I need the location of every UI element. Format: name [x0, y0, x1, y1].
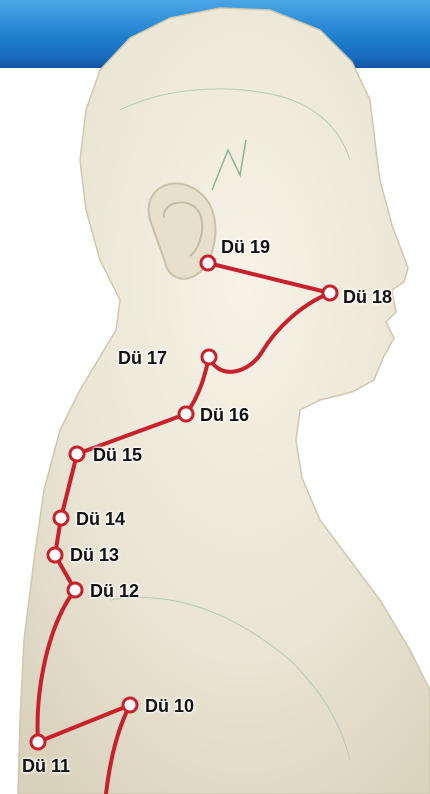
point-du12[interactable]	[68, 583, 82, 597]
point-du17[interactable]	[202, 350, 216, 364]
label-du14: Dü 14	[76, 510, 125, 528]
body-silhouette	[18, 8, 430, 794]
point-du14[interactable]	[54, 511, 68, 525]
point-du11[interactable]	[31, 735, 45, 749]
point-du15[interactable]	[70, 447, 84, 461]
label-du12: Dü 12	[90, 582, 139, 600]
point-du13[interactable]	[48, 548, 62, 562]
point-du16[interactable]	[179, 407, 193, 421]
label-du17: Dü 17	[118, 349, 167, 367]
point-du18[interactable]	[323, 286, 337, 300]
label-du11: Dü 11	[22, 757, 70, 775]
label-du16: Dü 16	[200, 406, 249, 424]
label-du18: Dü 18	[343, 288, 392, 306]
point-du10[interactable]	[123, 698, 137, 712]
label-du15: Dü 15	[93, 446, 142, 464]
point-du19[interactable]	[201, 256, 215, 270]
label-du19: Dü 19	[221, 238, 270, 256]
label-du10: Dü 10	[145, 697, 194, 715]
label-du13: Dü 13	[70, 546, 119, 564]
